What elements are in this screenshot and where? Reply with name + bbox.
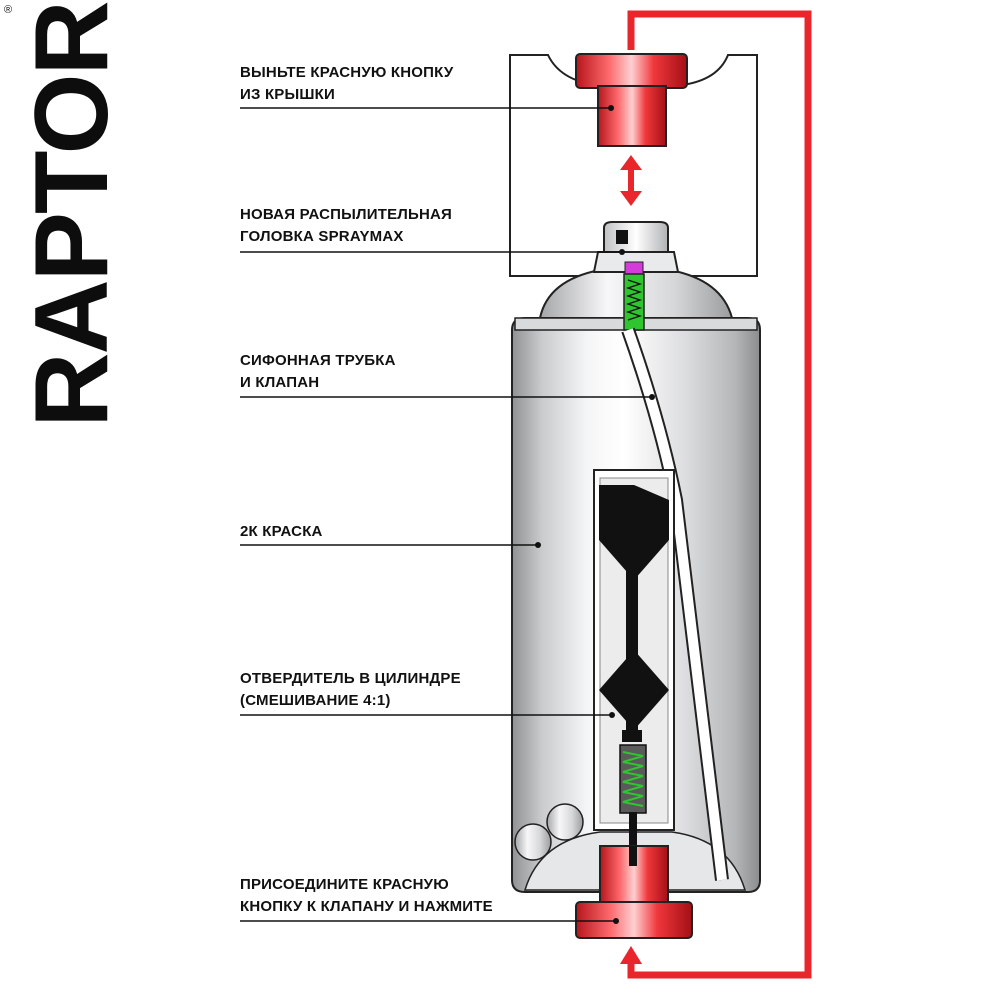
label-hardener: ОТВЕРДИТЕЛЬ В ЦИЛИНДРЕ (СМЕШИВАНИЕ 4:1): [240, 670, 461, 709]
bottom-spring: [619, 744, 647, 862]
top-valve: [623, 261, 645, 331]
spray-head: [592, 221, 680, 273]
mixing-balls: [514, 803, 584, 861]
label-spray-head: НОВАЯ РАСПЫЛИТЕЛЬНАЯ ГОЛОВКА SPRAYMAX: [240, 206, 453, 245]
label-paint: 2К КРАСКА: [240, 523, 323, 540]
registered-mark: ®: [4, 4, 13, 16]
red-button-bottom: [575, 845, 693, 939]
leader-lines: [240, 107, 652, 922]
label-remove-red-button: ВЫНЬТЕ КРАСНУЮ КНОПКУ ИЗ КРЫШКИ: [240, 64, 454, 103]
label-attach-red-button: ПРИСОЕДИНИТЕ КРАСНУЮ КНОПКУ К КЛАПАНУ И …: [240, 876, 493, 915]
label-siphon-tube: СИФОННАЯ ТРУБКА И КЛАПАН: [240, 352, 396, 391]
plunger: [599, 485, 669, 742]
red-button-top: [575, 53, 688, 147]
leader-dots: [535, 105, 655, 924]
double-arrow-icon: [620, 155, 642, 206]
red-flow-arrow: [620, 10, 812, 979]
